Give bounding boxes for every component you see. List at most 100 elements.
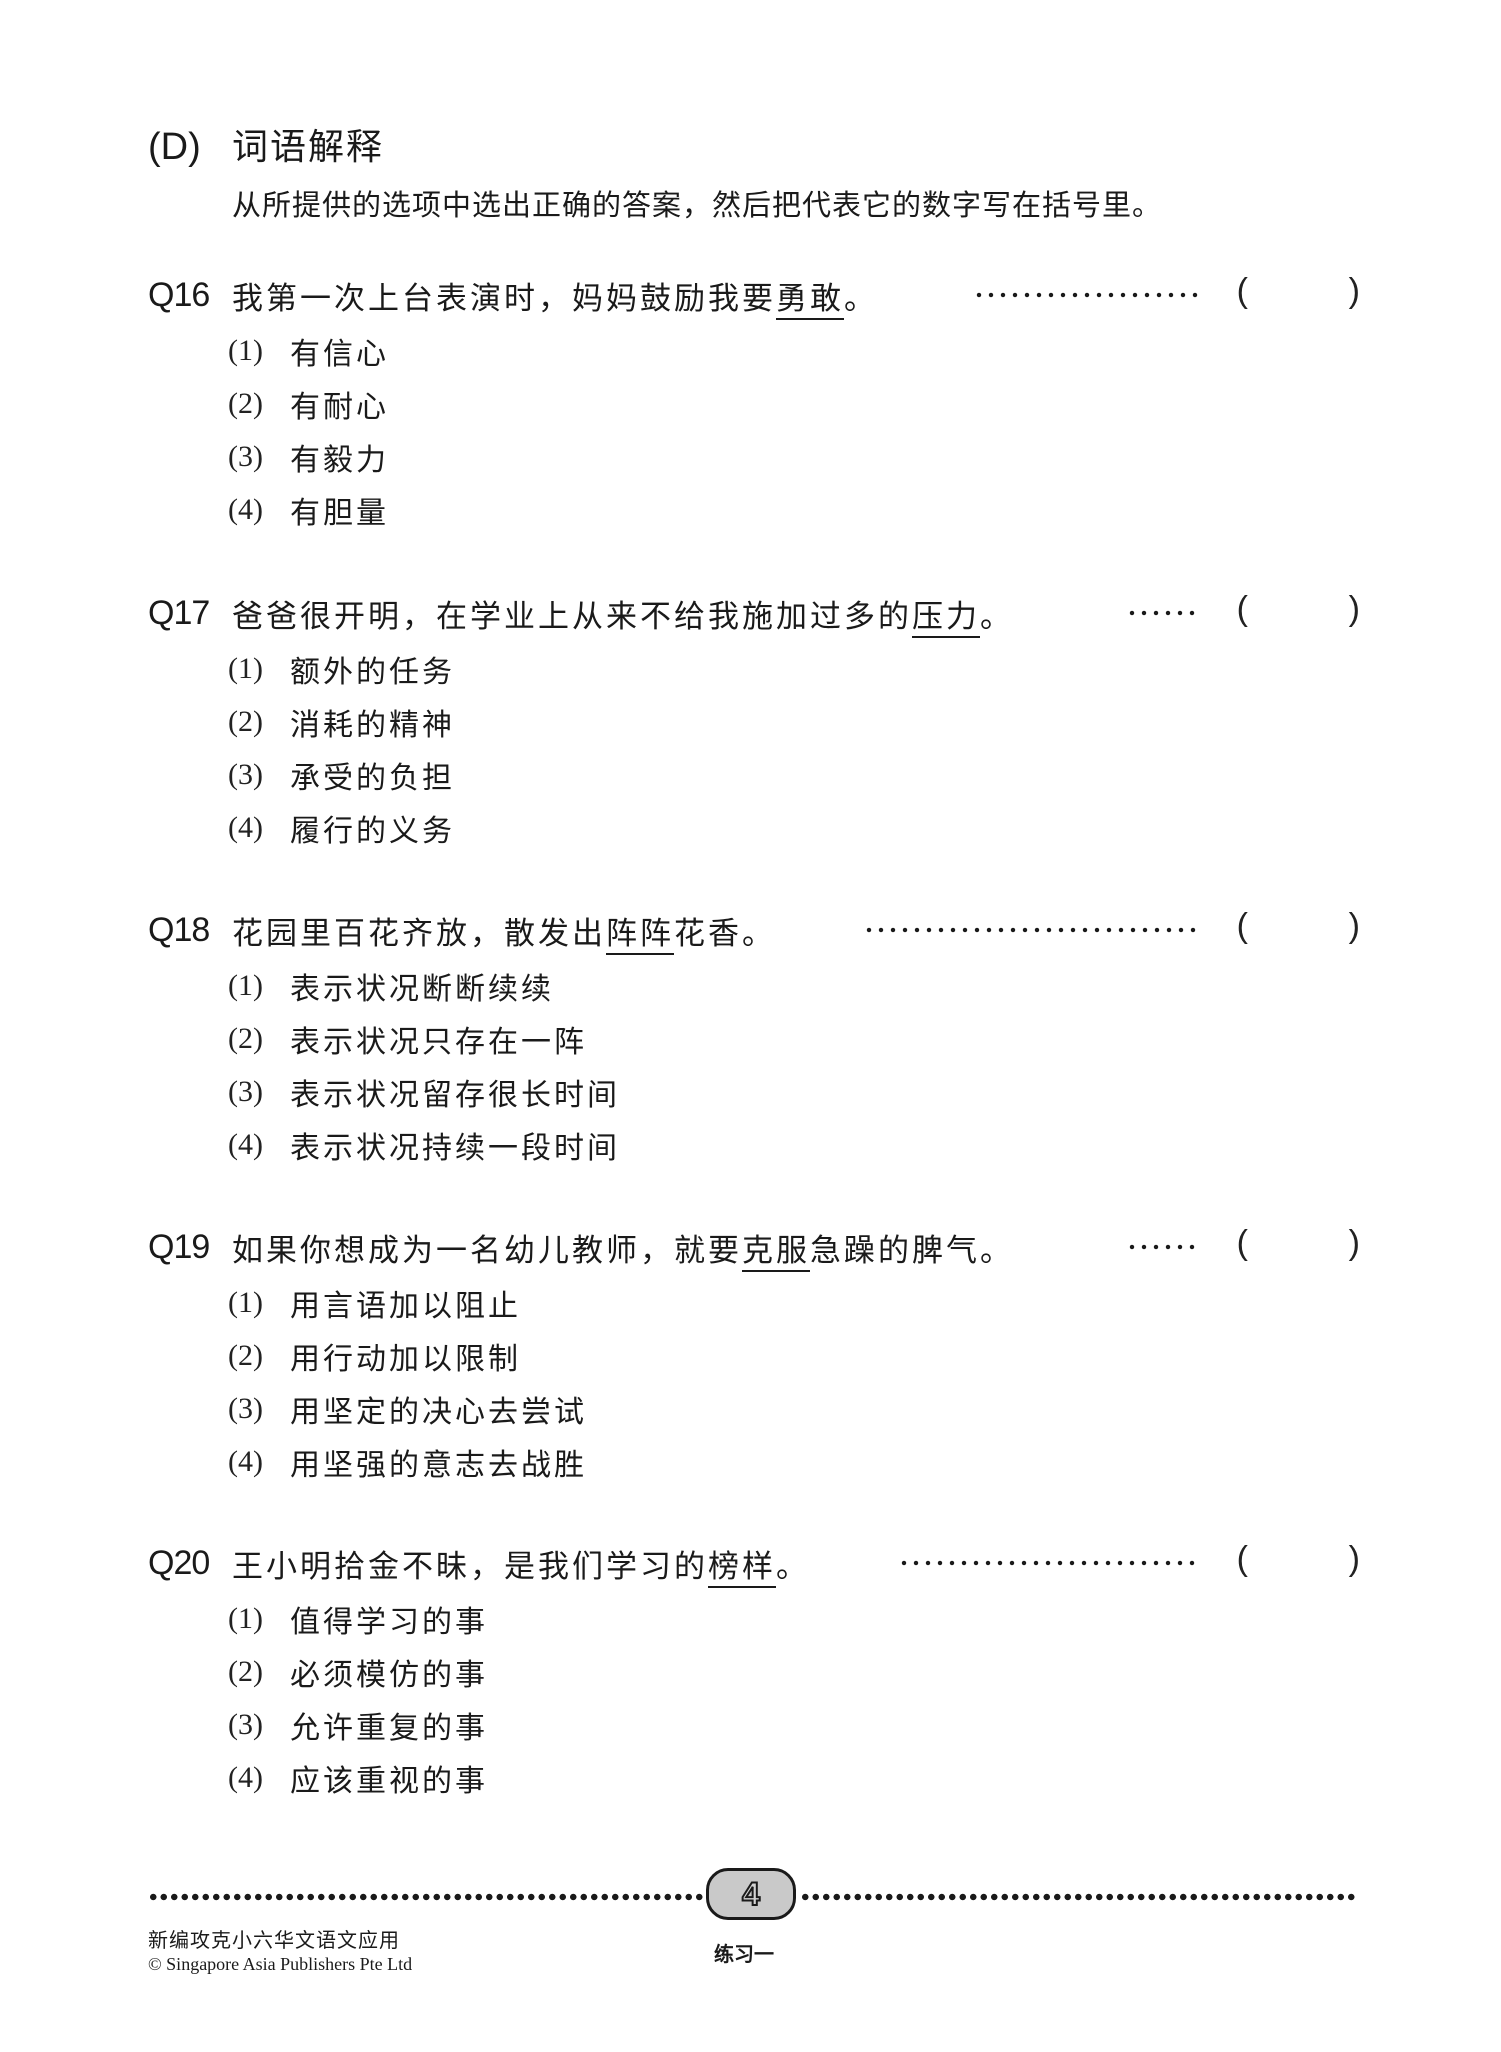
answer-field[interactable] [1258,1226,1338,1268]
option-number: (4) [228,1760,263,1794]
option-number: (3) [228,1707,263,1741]
question-text-before: 爸爸很开明，在学业上从来不给我施加过多的 [232,598,912,635]
question-number: Q19 [148,1227,210,1266]
option-2: (2) 表示状况只存在一阵 [228,1012,1358,1065]
dotted-leader [973,292,1198,298]
option-text: 有胆量 [290,495,389,531]
option-text: 消耗的精神 [290,707,455,743]
answer-bracket-close: ) [1348,907,1360,945]
option-text: 表示状况断断续续 [290,971,554,1007]
option-text: 有毅力 [290,442,389,478]
footer-dotted-rule-left [148,1893,703,1901]
underlined-word: 压力 [912,598,980,638]
question-text-after: 花香。 [674,915,776,952]
option-number: (2) [228,1021,263,1055]
option-3: (3) 用坚定的决心去尝试 [228,1382,1358,1435]
question-text-before: 如果你想成为一名幼儿教师，就要 [232,1232,742,1269]
question-text-after: 。 [776,1548,810,1585]
option-number: (4) [228,810,263,844]
option-text: 用坚强的意志去战胜 [290,1447,587,1483]
question-text: 我第一次上台表演时，妈妈鼓励我要勇敢。 [232,273,878,320]
section-title: 词语解释 [232,127,385,168]
option-3: (3) 表示状况留存很长时间 [228,1065,1358,1118]
option-4: (4)履行的义务 [228,801,1358,854]
option-number: (3) [228,439,263,473]
question-q16: Q16 我第一次上台表演时，妈妈鼓励我要勇敢。 ( ) (1) 有信心 (2) 有耐… [148,270,1360,536]
question-q20: Q20 王小明拾金不昧，是我们学习的榜样。 ( ) (1)值得学习的事 (2)必… [148,1538,1360,1804]
answer-field[interactable] [1258,909,1338,951]
answer-bracket-open: ( [1236,272,1248,310]
option-4: (4) 应该重视的事 [228,1751,1358,1804]
option-2: (2) 有耐心 [228,377,1358,430]
option-4: (4) 表示状况持续一段时间 [228,1118,1358,1171]
option-number: (3) [228,1391,263,1425]
answer-bracket-close: ) [1348,590,1360,628]
option-number: (1) [228,651,263,685]
option-3: (3) 承受的负担 [228,748,1358,801]
option-text: 承受的负担 [290,760,455,796]
option-text: 用行动加以限制 [290,1341,521,1377]
option-number: (1) [228,333,263,367]
answer-bracket-close: ) [1348,1540,1360,1578]
copyright: © Singapore Asia Publishers Pte Ltd [148,1954,413,1974]
option-text: 表示状况只存在一阵 [290,1024,587,1060]
answer-field[interactable] [1258,1542,1338,1584]
question-text: 王小明拾金不昧，是我们学习的榜样。 [232,1541,810,1588]
option-1: (1) 有信心 [228,324,1358,377]
question-text-after: 。 [844,280,878,317]
question-text-before: 王小明拾金不昧，是我们学习的 [232,1548,708,1585]
underlined-word: 阵阵 [606,915,674,955]
option-1: (1) 用言语加以阻止 [228,1276,1358,1329]
option-text: 有耐心 [290,389,389,425]
page-number: 4 [741,1875,761,1913]
option-text: 应该重视的事 [290,1763,488,1799]
answer-bracket-close: ) [1348,272,1360,310]
question-text: 如果你想成为一名幼儿教师，就要克服急躁的脾气。 [232,1225,1014,1272]
question-q19: Q19 如果你想成为一名幼儿教师，就要克服急躁的脾气。 ( ) (1)用言语加以… [148,1222,1360,1488]
option-text: 用言语加以阻止 [290,1288,521,1324]
option-text: 有信心 [290,336,389,372]
option-number: (1) [228,1285,263,1319]
option-number: (2) [228,386,263,420]
answer-field[interactable] [1258,274,1338,316]
option-number: (2) [228,1654,263,1688]
option-4: (4) 用坚强的意志去战胜 [228,1435,1358,1488]
option-number: (2) [228,1338,263,1372]
option-text: 额外的任务 [290,654,455,690]
option-text: 允许重复的事 [290,1710,488,1746]
section-letter: (D) [148,126,201,168]
exercise-label: 练习一 [714,1942,774,1966]
option-text: 值得学习的事 [290,1604,488,1640]
question-number: Q18 [148,910,210,949]
question-text-before: 我第一次上台表演时，妈妈鼓励我要 [232,280,776,317]
question-text: 爸爸很开明，在学业上从来不给我施加过多的压力。 [232,591,1014,638]
section-header: (D) 词语解释 [148,118,384,170]
option-1: (1) 额外的任务 [228,642,1358,695]
option-number: (1) [228,1601,263,1635]
question-text-after: 急躁的脾气。 [810,1232,1014,1269]
underlined-word: 勇敢 [776,280,844,320]
question-number: Q20 [148,1543,210,1582]
answer-bracket-open: ( [1236,907,1248,945]
question-text-before: 花园里百花齐放，散发出 [232,915,606,952]
question-text-after: 。 [980,598,1014,635]
question-number: Q16 [148,275,210,314]
option-number: (4) [228,1444,263,1478]
option-text: 表示状况持续一段时间 [290,1130,620,1166]
instructions: 从所提供的选项中选出正确的答案，然后把代表它的数字写在括号里。 [232,188,1163,222]
option-number: (3) [228,1074,263,1108]
option-number: (4) [228,1127,263,1161]
option-2: (2) 消耗的精神 [228,695,1358,748]
underlined-word: 榜样 [708,1548,776,1588]
answer-field[interactable] [1258,592,1338,634]
option-1: (1) 值得学习的事 [228,1592,1358,1645]
option-text: 用坚定的决心去尝试 [290,1394,587,1430]
option-number: (2) [228,704,263,738]
options-list: (1)表示状况断断续续 (2)表示状况只存在一阵 (3)表示状况留存很长时间 (… [148,959,1358,1171]
answer-bracket-open: ( [1236,1540,1248,1578]
underlined-word: 克服 [742,1232,810,1272]
option-text: 表示状况留存很长时间 [290,1077,620,1113]
option-number: (3) [228,757,263,791]
question-number: Q17 [148,593,210,632]
dotted-leader [863,927,1198,933]
